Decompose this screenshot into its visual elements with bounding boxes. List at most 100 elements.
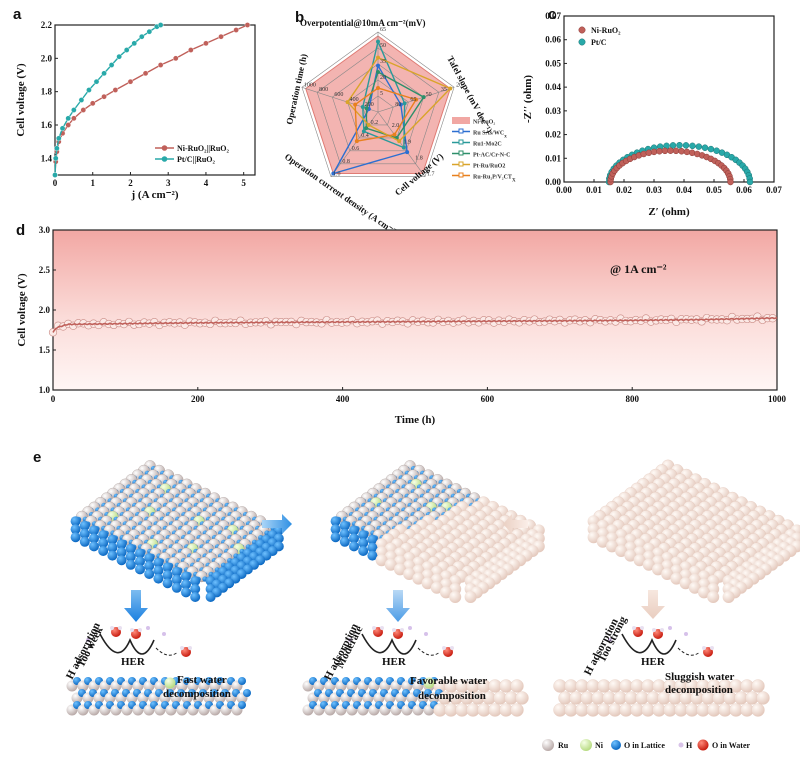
radar-point-1-0 <box>376 63 380 68</box>
water-o-1-0 <box>111 627 121 637</box>
radar-point-5-1 <box>414 97 419 102</box>
slab-1-edgeA-1-2 <box>89 525 99 536</box>
scheme-e: Too week H adsorption HER Fast water dec… <box>64 459 800 751</box>
slab-1-edgeA-3-5 <box>116 555 127 566</box>
s3-her: HER <box>641 656 666 668</box>
s3-right: Sluggish water <box>665 671 734 683</box>
legend-ni-label: Ni <box>595 741 604 750</box>
arrow-down-2 <box>386 590 410 622</box>
radar-tick-4-2: 600 <box>334 92 343 98</box>
slab-1-edgeA-2-10 <box>162 570 173 581</box>
chart-b-grid <box>301 31 455 178</box>
c-ytick-label-3: 0.03 <box>545 106 561 116</box>
surface-1-o-1-237 <box>243 689 251 697</box>
water-o-2-1 <box>393 629 403 639</box>
radar-point-4-1 <box>448 86 453 91</box>
a-point-1-12 <box>116 53 122 60</box>
chart-c-legend: Ni-RuO₂ Pt/C <box>578 26 621 47</box>
slab-1-edgeA-2-6 <box>125 551 136 562</box>
radar-tick-3-1: 0.4 <box>361 133 369 139</box>
slab-1-edgeA-3-9 <box>153 573 164 584</box>
legend-ni-swatch <box>580 739 592 751</box>
surface-2 <box>302 677 529 717</box>
slab-2-edgeA-3-6 <box>384 558 397 571</box>
a-ytick-label-3: 2.0 <box>41 53 53 63</box>
c-point-1-17 <box>676 141 683 149</box>
water-h2-1-2 <box>188 646 192 650</box>
a-point-1-5 <box>65 115 72 122</box>
surface-2-a-0-517 <box>510 679 524 693</box>
radar-point-5-0 <box>376 86 380 90</box>
slab-1-edgeA-1-10 <box>162 562 173 573</box>
panel-label-a: a <box>13 6 22 23</box>
slab-3-edgeB-3-11 <box>722 591 735 603</box>
a-point-0-14 <box>172 55 179 62</box>
c-xtick-label-4: 0.04 <box>676 185 692 195</box>
d-ytick-label-2: 2.0 <box>39 305 51 315</box>
radar-legend-marker-3 <box>458 150 464 156</box>
radar-point-1-1 <box>398 102 403 107</box>
c-xtick-label-6: 0.06 <box>736 185 752 195</box>
a-point-1-2 <box>54 145 60 152</box>
water-o-3-0 <box>633 627 643 637</box>
a-point-1-6 <box>71 107 77 113</box>
her-curve-2 <box>361 633 417 655</box>
a-series-line-1 <box>54 24 161 176</box>
legend-a-label-1: Pt/C||RuO₂ <box>177 155 216 164</box>
her-dash-2 <box>417 647 441 656</box>
arrow-left-tan <box>503 514 528 534</box>
radar-legend-label-0: Ni-RuO₂ <box>473 120 495 126</box>
radar-series-2 <box>362 39 406 149</box>
water-h2-3-1 <box>660 628 664 632</box>
a-point-1-0 <box>52 172 58 178</box>
slab-1-edgeA-1-4 <box>107 534 118 545</box>
radar-point-1-2 <box>405 150 410 155</box>
water-h-2-0 <box>372 626 376 630</box>
surface-3-a-2-758 <box>751 703 765 717</box>
her-dash-3 <box>677 647 701 656</box>
radar-tick-2-2: 1.8 <box>415 156 423 162</box>
water-h2-2-2 <box>450 646 454 650</box>
radar-ring-2 <box>331 63 425 152</box>
d-xtick-label-5: 1000 <box>768 394 787 404</box>
h-atom-3-2 <box>668 626 672 630</box>
radar-point-5-4 <box>353 102 358 107</box>
chart-a-xlabel: j (A cm⁻²) <box>131 189 179 201</box>
slab-2-edgeA-3-2 <box>349 541 359 552</box>
radar-point-2-1 <box>402 101 407 106</box>
chart-d-annotation: @ 1A cm⁻² <box>610 262 667 276</box>
slab-1-edgeA-2-0 <box>70 524 81 535</box>
slab-3-edgeA-3-7 <box>652 563 664 576</box>
chart-d-ylabel: Cell voltage (V) <box>16 273 28 347</box>
slab-1-edgeA-2-7 <box>135 556 145 567</box>
d-xtick-label-3: 600 <box>481 394 495 404</box>
radar-point-1-3 <box>331 171 336 176</box>
slab-1-edgeA-3-2 <box>89 541 99 552</box>
radar-legend-label-2: Ru1-Mo2C <box>473 142 502 148</box>
water-h2-3-2 <box>710 646 714 650</box>
chart-d-frame <box>52 229 778 391</box>
slab-2-edgeB-3-11 <box>464 591 477 603</box>
panel-label-e: e <box>33 449 41 466</box>
slab-2-edgeA-3-8 <box>403 568 416 580</box>
surface-2-a-2-517 <box>510 703 524 717</box>
slab-1-edgeA-3-10 <box>162 578 173 589</box>
surface-3-a-0-758 <box>751 679 765 693</box>
chart-c-frame <box>563 15 775 183</box>
c-point-0-18 <box>672 147 680 155</box>
a-point-0-17 <box>218 33 224 40</box>
h-atom-1-0 <box>86 638 90 642</box>
c-ytick-label-7: 0.07 <box>545 11 561 21</box>
slab-2-edgeA-3-11 <box>430 581 443 594</box>
radar-point-4-2 <box>397 139 402 144</box>
slab-3 <box>587 459 800 603</box>
radar-ring-3 <box>316 47 440 165</box>
slab-2-edgeA-2-4 <box>367 542 378 553</box>
chart-d-xlabel: Time (h) <box>395 414 436 426</box>
slab-3-edgeA-3-5 <box>633 554 646 567</box>
legend-h-swatch <box>678 742 684 748</box>
water-h-1-2 <box>180 646 184 650</box>
radar-tick-3-0: 0.2 <box>371 120 379 126</box>
